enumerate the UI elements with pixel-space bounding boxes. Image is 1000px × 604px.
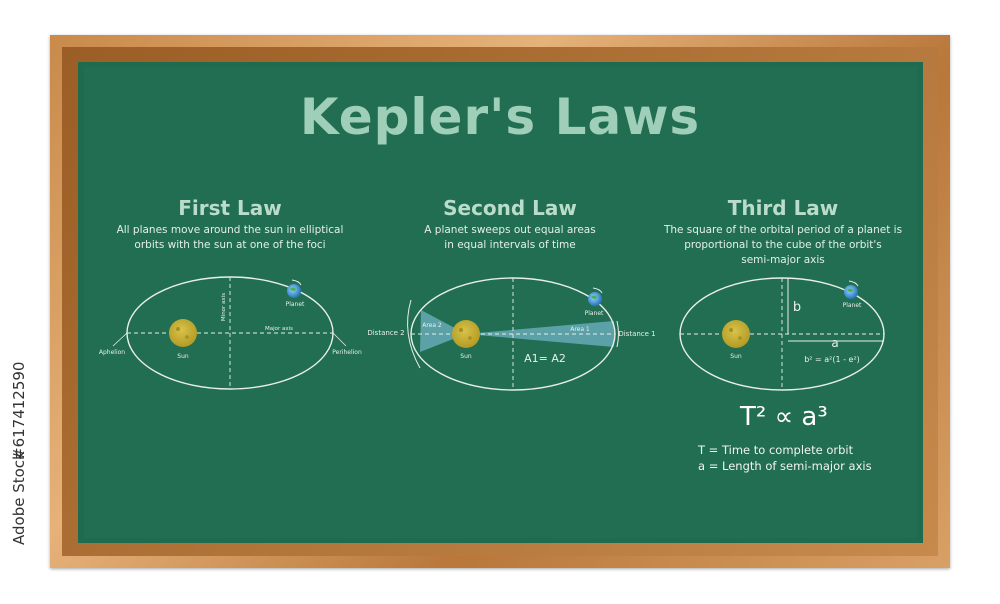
a-label: a (831, 336, 838, 350)
second-law-diagram: Sun Planet Area 2 Area 1 Distance 2 Dist… (367, 277, 656, 391)
first-law-heading: First Law (178, 196, 282, 220)
area2-label: Area 2 (422, 322, 442, 329)
legend-t: T = Time to complete orbit (698, 443, 854, 457)
planet-icon (287, 284, 301, 298)
sun-icon (169, 319, 197, 347)
equal-area-equation: A1= A2 (524, 352, 566, 365)
distance2-label: Distance 2 (367, 329, 404, 337)
stock-id-number: #617412590 (10, 362, 28, 460)
planet-icon (588, 292, 602, 306)
perihelion-label: Perihelion (332, 349, 362, 356)
third-law-diagram: Sun Planet b a b² = a²(1 - e²) (679, 277, 885, 391)
second-planet-label: Planet (585, 310, 604, 317)
first-sun-label: Sun (177, 353, 189, 360)
sun-icon (722, 320, 750, 348)
aphelion-label: Aphelion (99, 349, 125, 356)
second-sun-label: Sun (460, 353, 472, 360)
third-law-heading: Third Law (727, 196, 839, 220)
third-sun-label: Sun (730, 353, 742, 360)
distance1-arc (616, 320, 619, 348)
sun-icon (452, 320, 480, 348)
first-law-diagram: Sun Planet Major axis Minor axis Aphelio… (99, 276, 362, 390)
stock-id-label: Adobe Stock (10, 451, 28, 545)
distance2-arc (407, 299, 421, 369)
area1-label: Area 1 (570, 326, 590, 333)
minor-axis-label: Minor axis (221, 293, 227, 321)
area2-wedge (420, 310, 466, 352)
major-axis-label: Major axis (265, 326, 293, 332)
ellipse-relation-label: b² = a²(1 - e²) (804, 355, 860, 364)
third-planet-label: Planet (843, 302, 862, 309)
planet-icon (844, 285, 858, 299)
b-label: b (793, 300, 801, 315)
aphelion-pointer (112, 332, 128, 347)
page-title: Kepler's Laws (299, 88, 701, 146)
second-law-heading: Second Law (443, 196, 577, 220)
first-planet-label: Planet (286, 301, 305, 308)
perihelion-pointer (332, 332, 347, 347)
third-law-description: The square of the orbital period of a pl… (663, 224, 903, 266)
legend-a: a = Length of semi-major axis (698, 459, 872, 473)
kepler-third-law-formula: T² ∝ a³ (740, 402, 828, 432)
first-law-description: All planes move around the sun in ellipt… (116, 224, 344, 251)
distance1-label: Distance 1 (618, 330, 655, 338)
